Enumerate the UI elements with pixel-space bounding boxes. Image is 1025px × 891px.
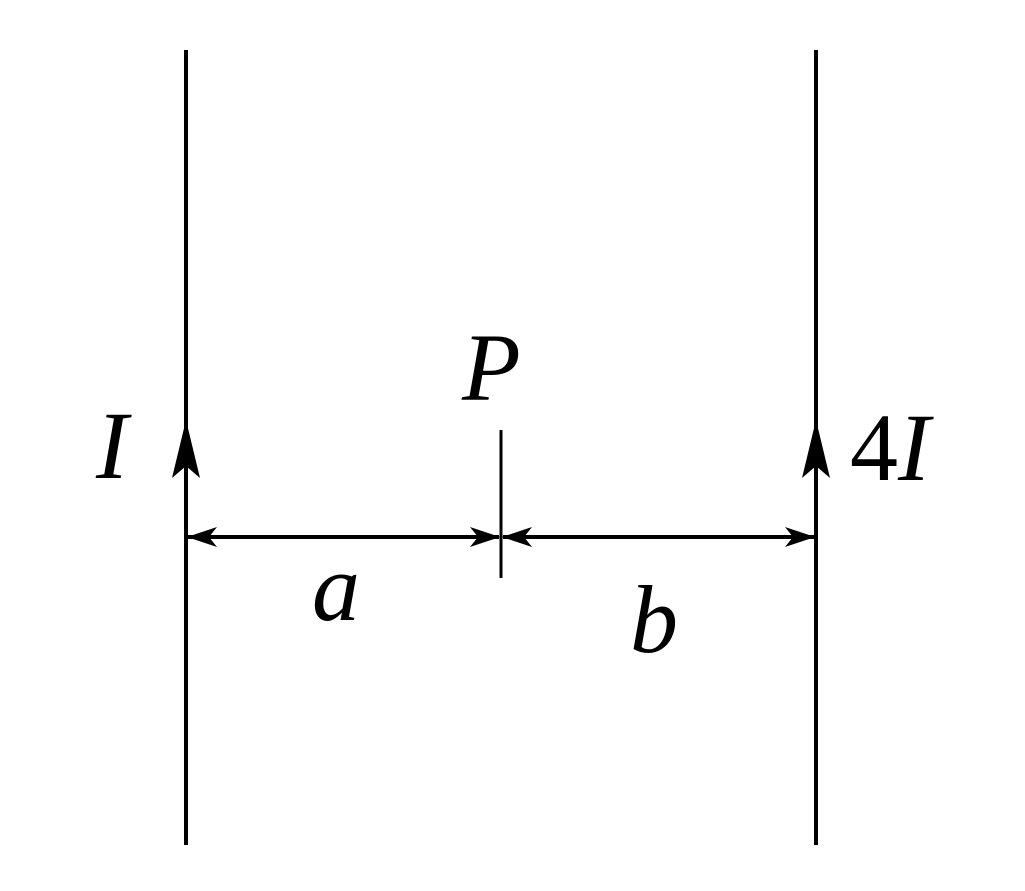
right-current-coefficient: 4 (850, 394, 898, 501)
distance-b-label: b (630, 566, 678, 673)
right-current-variable: I (897, 394, 934, 501)
left-current-label: I (95, 392, 132, 499)
right-current-label: 4I (850, 394, 934, 501)
point-p-label: P (461, 314, 521, 421)
distance-a-label: a (312, 534, 360, 641)
left-current-arrow-icon (172, 420, 200, 478)
right-current-arrow-icon (802, 420, 830, 478)
